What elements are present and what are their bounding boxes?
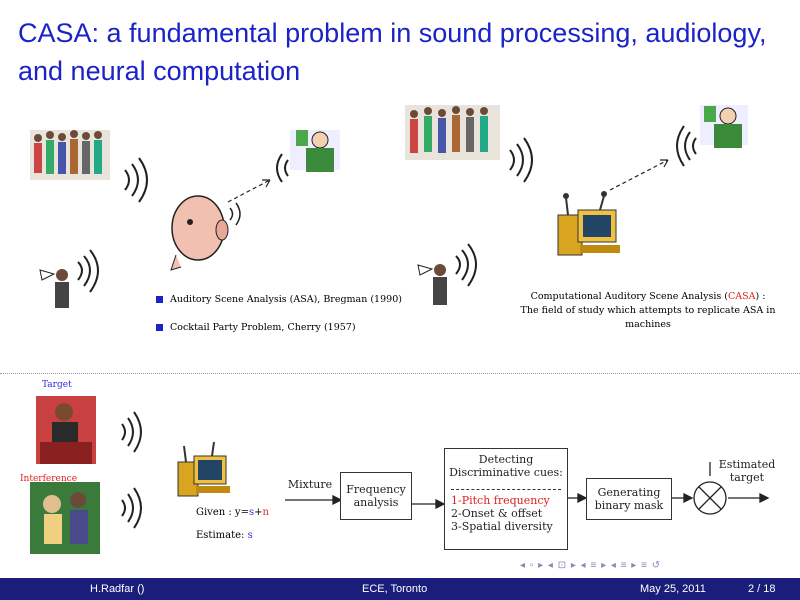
given-n: n (262, 507, 269, 518)
estimated-line1: Estimated (718, 458, 776, 471)
computer-icon (557, 191, 620, 256)
estimate-s: s (247, 530, 253, 541)
speaker-person-icon-right (417, 264, 447, 305)
slide-footer: H.Radfar () ECE, Toronto May 25, 2011 2 … (0, 578, 800, 600)
section-divider (0, 373, 800, 374)
casa-prefix: Computational Auditory Scene Analysis ( (530, 291, 728, 302)
casa-suffix: ) : (755, 291, 766, 302)
detecting-line1: Detecting (478, 453, 534, 466)
footer-page: 2 / 18 (748, 583, 776, 595)
interference-speaker-icon (30, 482, 100, 554)
binary-mask-box: Generating binary mask (586, 478, 672, 520)
footer-author: H.Radfar () (90, 583, 145, 595)
computer-icon (177, 441, 230, 497)
given-plus: + (254, 507, 263, 518)
sound-waves-icon (124, 157, 148, 203)
frequency-analysis-box: Frequency analysis (340, 472, 412, 520)
generating-line2: binary mask (594, 499, 664, 512)
multiplier-icon (693, 481, 727, 515)
casa-acronym: CASA (728, 291, 756, 302)
lower-diagram (30, 396, 770, 554)
casa-definition: Computational Auditory Scene Analysis (C… (498, 290, 798, 332)
given-equation: Given : y=s+n (196, 507, 269, 518)
cue-spatial: 3-Spatial diversity (451, 520, 553, 533)
detecting-cues-box: Detecting Discriminative cues: 1-Pitch f… (444, 448, 568, 550)
frequency-analysis-line1: Frequency (346, 483, 406, 496)
slide-title: CASA: a fundamental problem in sound pro… (18, 18, 767, 86)
bullet-cocktail: Cocktail Party Problem, Cherry (1957) (170, 322, 356, 333)
cue-pitch: 1-Pitch frequency (451, 494, 550, 507)
crowd-icon-left (30, 130, 110, 180)
footer-date: May 25, 2011 (640, 583, 706, 595)
phone-listener-icon (290, 130, 340, 172)
interference-label: Interference (20, 474, 78, 484)
cue-onset: 2-Onset & offset (451, 507, 543, 520)
estimated-line2: target (729, 471, 765, 484)
target-label: Target (42, 380, 72, 390)
given-prefix: Given : y= (196, 507, 249, 518)
mixture-label: Mixture (287, 478, 333, 491)
given-s: s (248, 507, 255, 518)
dashed-arrow (227, 179, 271, 203)
phone-listener-icon-right (700, 105, 748, 148)
detecting-line2: Discriminative cues: (449, 466, 563, 479)
generating-line1: Generating (597, 486, 661, 499)
footer-affiliation: ECE, Toronto (362, 583, 428, 595)
bullet-asa: Auditory Scene Analysis (ASA), Bregman (… (170, 294, 402, 305)
navigation-symbols[interactable]: ◂ ▫ ▸ ◂ ⊡ ▸ ◂ ≡ ▸ ◂ ≡ ▸ ≡ ↺ (520, 560, 662, 571)
bullet-marker (156, 296, 163, 303)
estimated-target-label: Estimated target (712, 458, 782, 484)
estimate-equation: Estimate: s (196, 530, 253, 541)
casa-definition-text: The field of study which attempts to rep… (520, 305, 776, 330)
speaker-person-icon (39, 269, 69, 308)
estimate-prefix: Estimate: (196, 530, 248, 541)
bullet-marker (156, 324, 163, 331)
target-speaker-icon (36, 396, 96, 464)
frequency-analysis-line2: analysis (353, 496, 399, 509)
upper-illustration (30, 105, 748, 308)
listener-head-icon (170, 195, 229, 271)
crowd-icon-right (405, 105, 500, 160)
